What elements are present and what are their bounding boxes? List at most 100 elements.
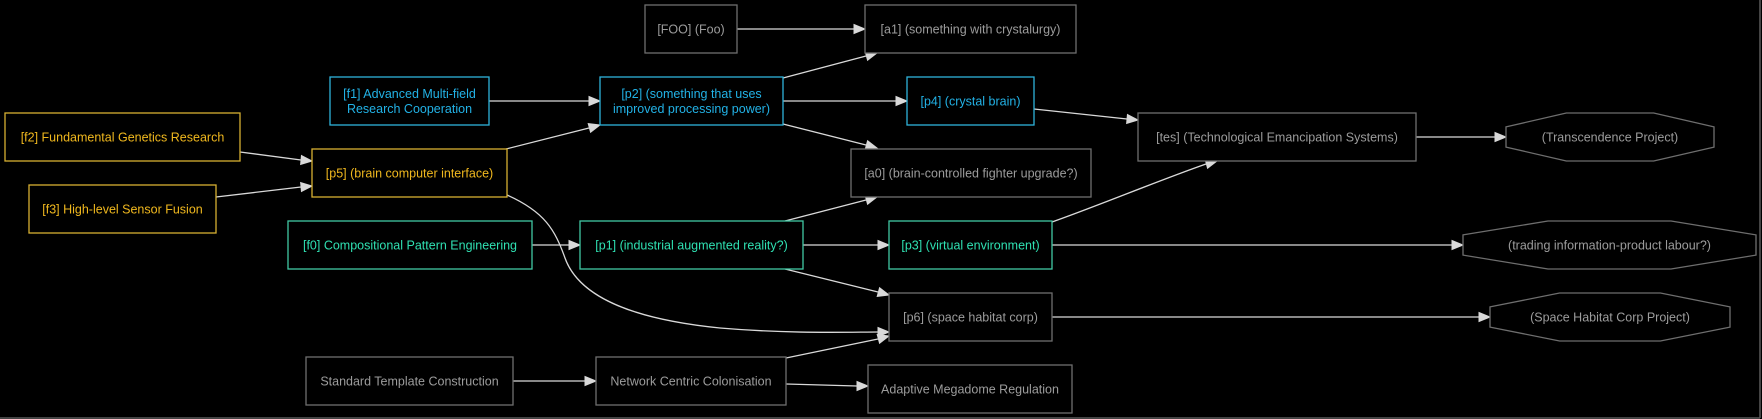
arrowhead-icon (1478, 311, 1492, 323)
edges-layer (215, 23, 1508, 392)
arrowhead-icon (876, 286, 891, 298)
arrowhead-icon (300, 154, 314, 166)
edge-tes-to-transcendence (1416, 131, 1508, 143)
edge-p5-to-p6 (506, 194, 891, 338)
node-label: (Space Habitat Corp Project) (1530, 311, 1690, 325)
node-p3[interactable]: [p3] (virtual environment) (888, 220, 1053, 270)
arrowhead-icon (877, 239, 891, 251)
node-amr[interactable]: Adaptive Megadome Regulation (867, 364, 1073, 414)
arrowhead-icon (588, 95, 602, 107)
node-label: Standard Template Construction (320, 375, 498, 389)
node-octagon-shape (1505, 112, 1715, 162)
edge-line (784, 199, 867, 222)
edge-line (782, 123, 867, 146)
node-label: [p5] (brain computer interface) (326, 167, 493, 181)
edge-line (239, 151, 302, 161)
node-p5[interactable]: [p5] (brain computer interface) (311, 148, 508, 198)
node-box-shape (28, 184, 217, 234)
arrowhead-icon (856, 380, 870, 392)
node-transcendence[interactable]: (Transcendence Project) (1505, 112, 1715, 162)
node-octagon-shape (1489, 292, 1731, 342)
arrowhead-icon (877, 326, 891, 338)
edge-p6-to-shcp (1052, 311, 1492, 323)
node-p1[interactable]: [p1] (industrial augmented reality?) (579, 220, 804, 270)
node-box-shape (888, 292, 1053, 342)
edge-line (505, 127, 590, 150)
node-tes[interactable]: [tes] (Technological Emancipation System… (1137, 112, 1417, 162)
node-label: [tes] (Technological Emancipation System… (1156, 131, 1398, 145)
node-label: (trading information-product labour?) (1508, 239, 1711, 253)
node-label: [p6] (space habitat corp) (903, 311, 1038, 325)
node-f2[interactable]: [f2] Fundamental Genetics Research (4, 112, 241, 162)
edge-line (784, 268, 879, 293)
arrowhead-icon (1494, 131, 1508, 143)
node-p6[interactable]: [p6] (space habitat corp) (888, 292, 1053, 342)
node-ncc[interactable]: Network Centric Colonisation (595, 356, 787, 406)
node-label: Adaptive Megadome Regulation (881, 383, 1059, 397)
edge-p2-to-p4 (783, 95, 909, 107)
nodes-layer: [FOO] (Foo) [a1] (something with crystalu… (4, 4, 1757, 414)
node-f0[interactable]: [f0] Compositional Pattern Engineering (287, 220, 533, 270)
node-box-shape (599, 76, 784, 126)
arrowhead-icon (1451, 239, 1465, 251)
arrowhead-icon (895, 95, 909, 107)
node-label: [f2] Fundamental Genetics Research (21, 131, 225, 145)
node-box-shape (595, 356, 787, 406)
node-a1[interactable]: [a1] (something with crystalurgy) (864, 4, 1077, 54)
edge-f1-to-p2 (489, 95, 602, 107)
node-f3[interactable]: [f3] High-level Sensor Fusion (28, 184, 217, 234)
node-label: Network Centric Colonisation (610, 375, 771, 389)
edge-foo-to-a1 (737, 23, 867, 35)
node-box-shape (867, 364, 1073, 414)
edge-ncc-to-p6 (785, 333, 891, 359)
arrowhead-icon (300, 181, 314, 193)
node-box-shape (644, 4, 738, 54)
node-label: improved processing power) (613, 102, 770, 116)
edge-stc-to-ncc (513, 375, 598, 387)
node-box-shape (4, 112, 241, 162)
node-label: Research Cooperation (347, 102, 472, 116)
node-box-shape (579, 220, 804, 270)
edge-line (785, 383, 858, 387)
node-shcp[interactable]: (Space Habitat Corp Project) (1489, 292, 1731, 342)
node-label: [p2] (something that uses (621, 87, 761, 101)
edge-f2-to-p5 (239, 151, 314, 166)
node-label: [p4] (crystal brain) (920, 95, 1020, 109)
edge-line (782, 55, 867, 79)
edge-p1-to-p6 (784, 268, 891, 298)
edge-f3-to-p5 (215, 181, 314, 198)
node-p4[interactable]: [p4] (crystal brain) (906, 76, 1035, 126)
node-box-shape (888, 220, 1053, 270)
node-label: [f1] Advanced Multi-field (343, 87, 476, 101)
node-label: [a1] (something with crystalurgy) (881, 23, 1061, 37)
node-foo[interactable]: [FOO] (Foo) (644, 4, 738, 54)
edge-line (785, 338, 879, 359)
node-box-shape (906, 76, 1035, 126)
edge-p4-to-tes (1033, 108, 1140, 125)
node-label: [a0] (brain-controlled fighter upgrade?) (864, 167, 1077, 181)
edge-line (1051, 163, 1207, 223)
node-box-shape (287, 220, 533, 270)
node-label: [p1] (industrial augmented reality?) (595, 239, 787, 253)
edge-p5-to-p2 (505, 122, 602, 150)
edge-line (1033, 108, 1128, 120)
edge-line (506, 194, 879, 333)
node-box-shape (864, 4, 1077, 54)
node-box-shape (329, 76, 490, 126)
node-a0[interactable]: [a0] (brain-controlled fighter upgrade?) (850, 148, 1092, 198)
node-stc[interactable]: Standard Template Construction (305, 356, 514, 406)
arrowhead-icon (876, 333, 891, 345)
node-label: [FOO] (Foo) (657, 23, 724, 37)
arrowhead-icon (584, 375, 598, 387)
node-box-shape (1137, 112, 1417, 162)
node-octagon-shape (1462, 220, 1757, 270)
arrowhead-icon (587, 122, 602, 134)
edge-p3-to-trading (1052, 239, 1465, 251)
node-label: [f3] High-level Sensor Fusion (42, 203, 203, 217)
node-label: (Transcendence Project) (1542, 131, 1678, 145)
node-trading[interactable]: (trading information-product labour?) (1462, 220, 1757, 270)
arrowhead-icon (568, 239, 582, 251)
